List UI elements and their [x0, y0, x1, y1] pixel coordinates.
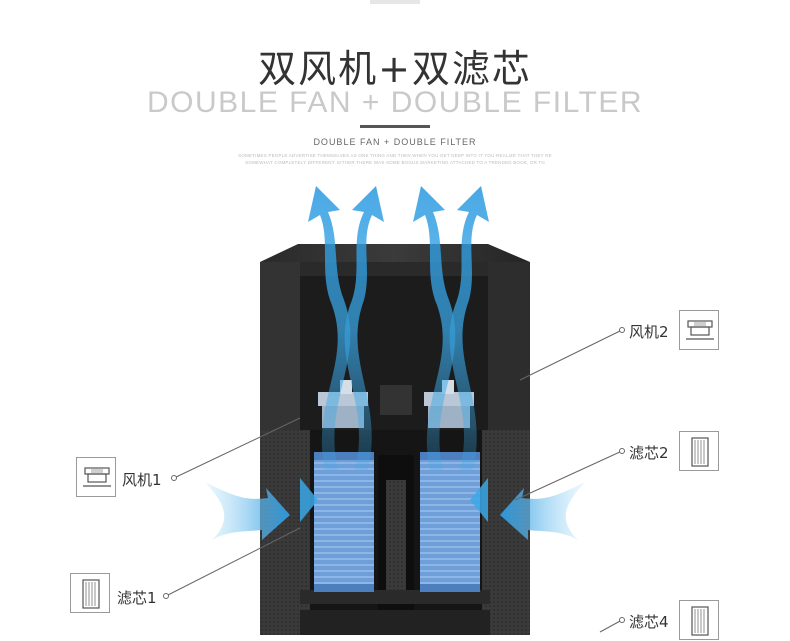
fine-print: SOMETIMES PEOPLE ADVERTISE THEMSELVES AS… — [238, 153, 552, 165]
airflow-in-right — [470, 478, 585, 540]
filter-icon — [691, 606, 709, 636]
device-body — [260, 244, 530, 635]
fan2-icon-box — [679, 310, 719, 350]
filter2-icon-box — [679, 431, 719, 471]
airflow-in-left — [205, 478, 318, 540]
leader-lines — [165, 329, 623, 633]
center-motor-housing — [380, 385, 412, 415]
page-title: 双风机+双滤芯 — [258, 47, 532, 91]
leader-dots — [163, 327, 625, 623]
filter-right — [420, 452, 480, 592]
filter1-icon-box — [70, 573, 110, 613]
fan2-label: 风机2 — [629, 323, 669, 341]
filter-icon — [691, 437, 709, 467]
page-subtitle: DOUBLE FAN + DOUBLE FILTER — [313, 137, 477, 147]
filter2-label: 滤芯2 — [629, 444, 669, 462]
filter-icon — [82, 579, 100, 609]
filter4-icon-box — [679, 600, 719, 640]
filter1-label: 滤芯1 — [117, 589, 157, 607]
title-divider — [360, 125, 430, 128]
filter4-label: 滤芯4 — [629, 613, 669, 631]
top-decoration — [370, 0, 420, 4]
airflow-up-right — [413, 186, 489, 470]
fan1-label: 风机1 — [122, 471, 162, 489]
fan-icon — [686, 320, 714, 340]
page-title-english: DOUBLE FAN + DOUBLE FILTER — [146, 86, 644, 119]
fan-icon — [83, 467, 111, 487]
filter-left — [314, 452, 374, 592]
fan1-icon-box — [76, 457, 116, 497]
airflow-up-left — [308, 186, 384, 470]
